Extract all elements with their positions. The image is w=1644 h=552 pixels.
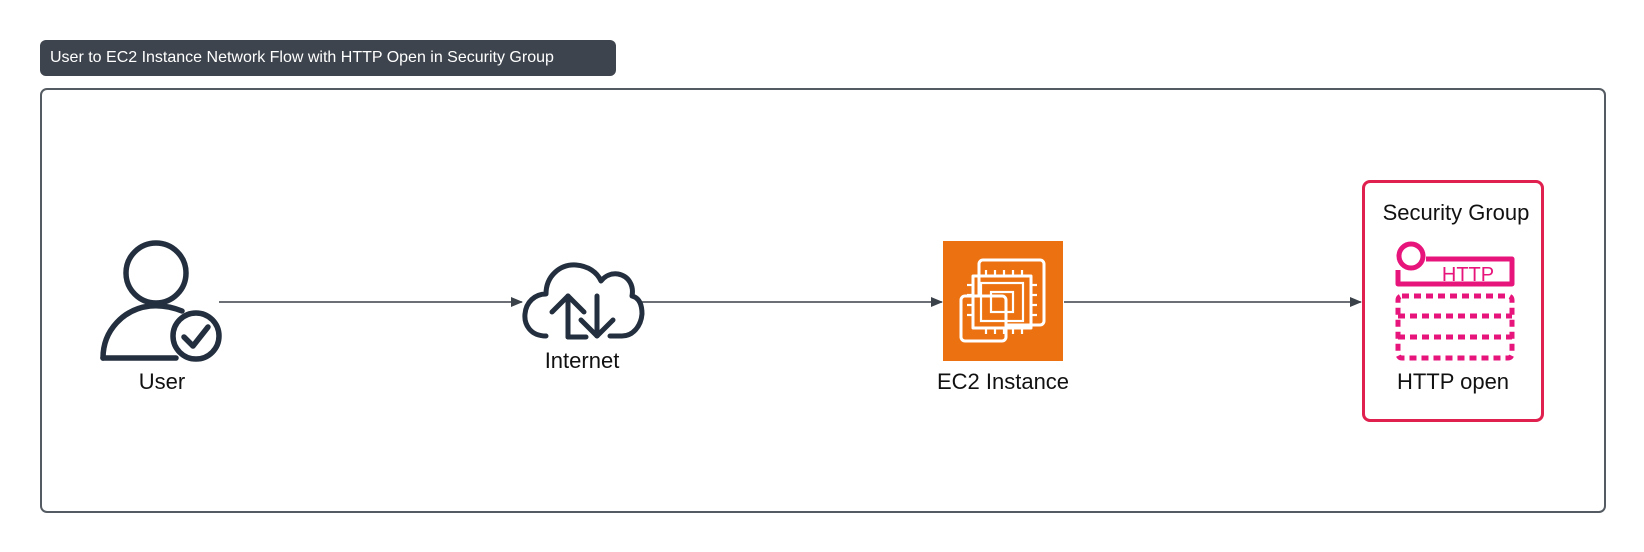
diagram-frame bbox=[40, 88, 1606, 513]
diagram-title: User to EC2 Instance Network Flow with H… bbox=[40, 40, 616, 76]
security-group-http-icon: HTTP bbox=[1395, 241, 1515, 361]
security-group-box bbox=[1362, 180, 1544, 422]
security-group-label: Security Group bbox=[1382, 200, 1530, 225]
user-check-icon bbox=[100, 240, 222, 362]
node-label-ec2: EC2 Instance bbox=[936, 369, 1070, 394]
node-label-http-open: HTTP open bbox=[1396, 369, 1510, 394]
http-icon-label: HTTP bbox=[1442, 264, 1494, 286]
cloud-updown-icon bbox=[522, 262, 645, 340]
ec2-chip-icon bbox=[943, 241, 1063, 361]
node-label-user: User bbox=[138, 369, 186, 394]
node-label-internet: Internet bbox=[544, 348, 620, 373]
